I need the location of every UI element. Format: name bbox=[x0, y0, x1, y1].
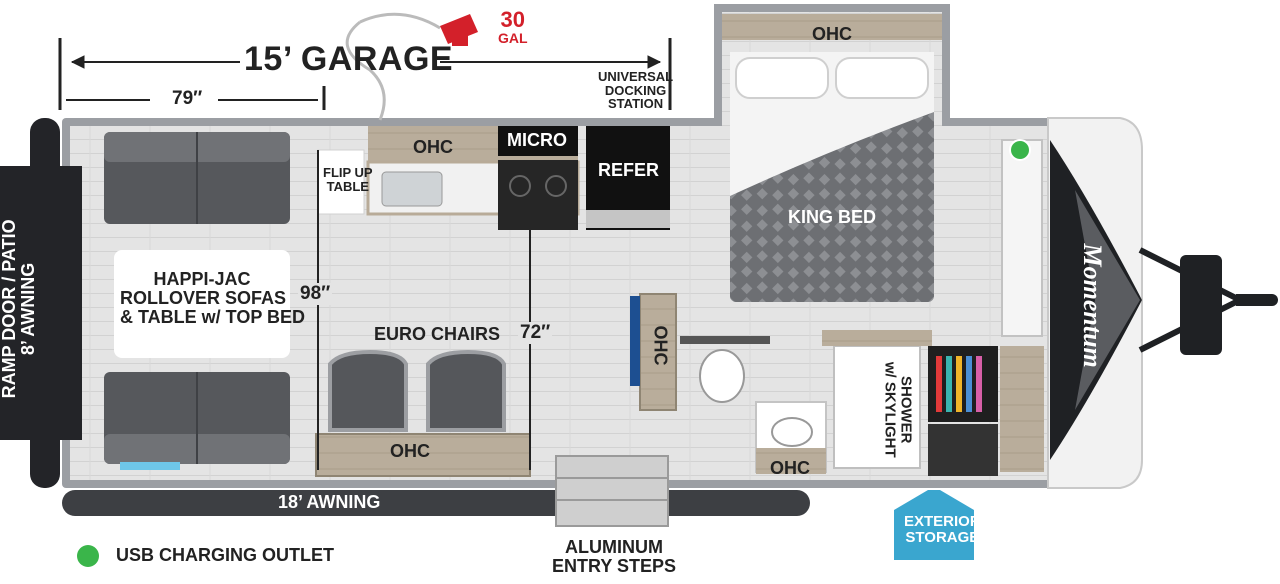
sofas-line-3: & TABLE w/ TOP BED bbox=[120, 306, 306, 327]
sofas-line-2: ROLLOVER SOFAS bbox=[120, 287, 287, 308]
kitchen bbox=[366, 126, 670, 230]
bedroom bbox=[722, 14, 942, 302]
universal-docking-label: UNIVERSAL DOCKING STATION bbox=[598, 70, 673, 111]
ramp-door-line-2: 8’ AWNING bbox=[18, 262, 38, 356]
awning-side-label: 18’ AWNING bbox=[278, 492, 381, 512]
refer-label: REFER bbox=[598, 160, 660, 180]
entry-steps-label: ALUMINUM ENTRY STEPS bbox=[552, 538, 676, 576]
entry-steps-line-1: ALUMINUM bbox=[565, 537, 663, 557]
flip-up-table-line-1: FLIP UP bbox=[323, 165, 373, 180]
hitch bbox=[1138, 247, 1278, 355]
ohc-bath-label: OHC bbox=[770, 458, 810, 478]
ramp-door-line-1: RAMP DOOR / PATIO bbox=[0, 219, 20, 399]
exterior-storage-label: EXTERIOR STORAGE bbox=[904, 514, 981, 546]
ramp-door bbox=[0, 118, 82, 488]
fuel-pump-icon bbox=[359, 12, 478, 46]
width-center-label: 72″ bbox=[518, 322, 553, 344]
exterior-storage-badge bbox=[894, 490, 974, 560]
rear-sofas bbox=[104, 132, 290, 470]
universal-docking-line-3: STATION bbox=[608, 96, 664, 112]
side-awning-bar bbox=[62, 490, 810, 516]
shower-line-2: w/ SKYLIGHT bbox=[881, 361, 899, 458]
flip-up-table bbox=[317, 149, 365, 215]
universal-docking-line-2: DOCKING bbox=[604, 82, 667, 98]
flip-up-table-label: FLIP UP TABLE bbox=[323, 166, 373, 193]
garage-length-label: 15’ GARAGE bbox=[244, 40, 454, 78]
shower-label: SHOWER w/ SKYLIGHT bbox=[881, 361, 915, 458]
flip-up-table-line-2: TABLE bbox=[326, 178, 369, 194]
fuel-capacity-unit: GAL bbox=[498, 30, 528, 47]
king-bed-label: KING BED bbox=[788, 207, 877, 227]
legend-usb-label: USB CHARGING OUTLET bbox=[116, 545, 334, 565]
sofas-line-1: HAPPI-JAC bbox=[153, 269, 251, 289]
wardrobe bbox=[928, 346, 1044, 476]
garage-depth-label: 79″ bbox=[172, 88, 203, 109]
entry-steps-line-2: ENTRY STEPS bbox=[552, 555, 677, 576]
dimension-lines bbox=[58, 20, 672, 470]
sofas-label: HAPPI-JAC ROLLOVER SOFAS & TABLE w/ TOP … bbox=[120, 269, 306, 327]
brand-logo: Momentum bbox=[1077, 243, 1107, 368]
entry-steps bbox=[555, 455, 669, 527]
ohc-kitchen-label: OHC bbox=[413, 137, 453, 157]
width-living-label: 98″ bbox=[298, 283, 333, 305]
sofas-label-box bbox=[114, 250, 290, 358]
euro-chairs bbox=[328, 349, 506, 432]
fuel-capacity: 30 GAL bbox=[498, 8, 528, 46]
ohc-bath-vertical-label: OHC bbox=[650, 325, 671, 366]
universal-docking-line-1: UNIVERSAL bbox=[598, 69, 674, 84]
ramp-door-label: RAMP DOOR / PATIO 8’ AWNING bbox=[0, 194, 38, 424]
legend-usb-icon bbox=[77, 545, 99, 567]
bathroom bbox=[630, 293, 932, 474]
micro-label: MICRO bbox=[507, 130, 567, 150]
fuel-capacity-value: 30 bbox=[500, 7, 526, 32]
front-cap bbox=[1047, 117, 1143, 489]
usb-outlet-icon bbox=[1009, 139, 1031, 161]
ohc-bedroom-label: OHC bbox=[812, 24, 852, 44]
exterior-storage-line-2: STORAGE bbox=[905, 528, 980, 546]
shower-line-1: SHOWER bbox=[897, 376, 915, 444]
euro-chairs-label: EURO CHAIRS bbox=[374, 324, 501, 344]
ohc-door-side-label: OHC bbox=[390, 441, 430, 461]
front-closet bbox=[1001, 139, 1043, 337]
exterior-storage-line-1: EXTERIOR bbox=[904, 513, 981, 530]
